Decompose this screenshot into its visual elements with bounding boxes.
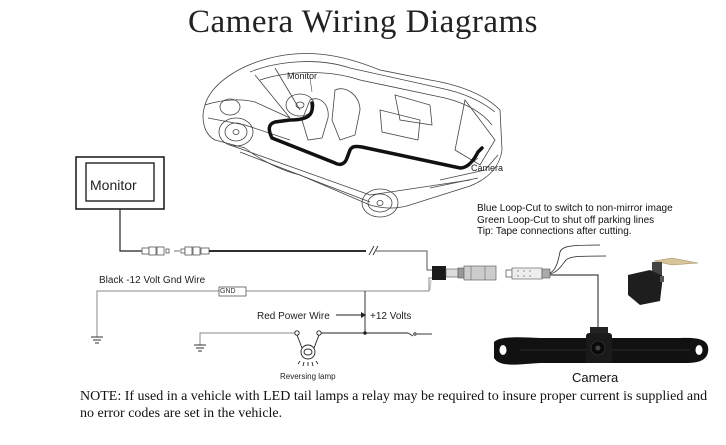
ground-wire bbox=[96, 290, 220, 337]
ground-symbol-left bbox=[91, 336, 103, 344]
junction-connector bbox=[432, 265, 497, 281]
blue-loop-tip: Blue Loop-Cut to switch to non-mirror im… bbox=[477, 203, 673, 214]
reversing-lamp-icon bbox=[294, 330, 322, 367]
camera-plug bbox=[505, 267, 551, 280]
camera-label: Camera bbox=[572, 370, 619, 385]
rear-wheel bbox=[361, 188, 399, 218]
junction-dot bbox=[363, 331, 367, 335]
front-wheel-2 bbox=[219, 98, 241, 116]
monitor-box-label: Monitor bbox=[90, 177, 137, 193]
rca-connector-pair bbox=[141, 246, 210, 256]
green-loop-wire bbox=[549, 255, 607, 275]
loop-cut-instructions: Blue Loop-Cut to switch to non-mirror im… bbox=[477, 203, 673, 238]
wire-break-icon bbox=[368, 245, 379, 256]
monitor-box bbox=[75, 156, 165, 210]
video-wire-end bbox=[376, 250, 432, 271]
ground-wire-label: Black -12 Volt Gnd Wire bbox=[99, 275, 206, 286]
green-loop-tip: Green Loop-Cut to shut off parking lines bbox=[477, 214, 655, 226]
ground-wire-to-junction bbox=[246, 277, 432, 292]
lamp-ground-wire bbox=[199, 332, 296, 345]
gnd-tag: GND bbox=[220, 288, 236, 295]
car-camera-leader bbox=[469, 157, 479, 166]
monitor-wire bbox=[119, 209, 142, 252]
camera-cable bbox=[550, 274, 599, 327]
arrow-head-icon bbox=[361, 312, 366, 318]
car-monitor-leader bbox=[309, 77, 313, 93]
voltage-label: +12 Volts bbox=[370, 311, 412, 322]
tape-tip: Tip: Tape connections after cutting. bbox=[477, 226, 632, 237]
car-illustration bbox=[202, 53, 503, 218]
diagram-title: Camera Wiring Diagrams bbox=[188, 4, 538, 40]
reversing-lamp-label: Reversing lamp bbox=[280, 372, 336, 381]
car-cable-route bbox=[267, 101, 484, 170]
red-power-wire-label: Red Power Wire bbox=[257, 311, 330, 322]
switch-icon bbox=[407, 332, 432, 337]
blue-loop-wire bbox=[549, 244, 601, 274]
car-monitor-label: Monitor bbox=[287, 71, 318, 81]
front-wheel bbox=[218, 117, 254, 147]
mini-camera-icon bbox=[628, 257, 699, 305]
led-relay-note: NOTE: If used in a vehicle with LED tail… bbox=[80, 389, 708, 421]
license-plate-camera-icon bbox=[494, 327, 709, 365]
car-camera-label: Camera bbox=[471, 163, 504, 173]
ground-symbol-lamp bbox=[194, 344, 206, 352]
